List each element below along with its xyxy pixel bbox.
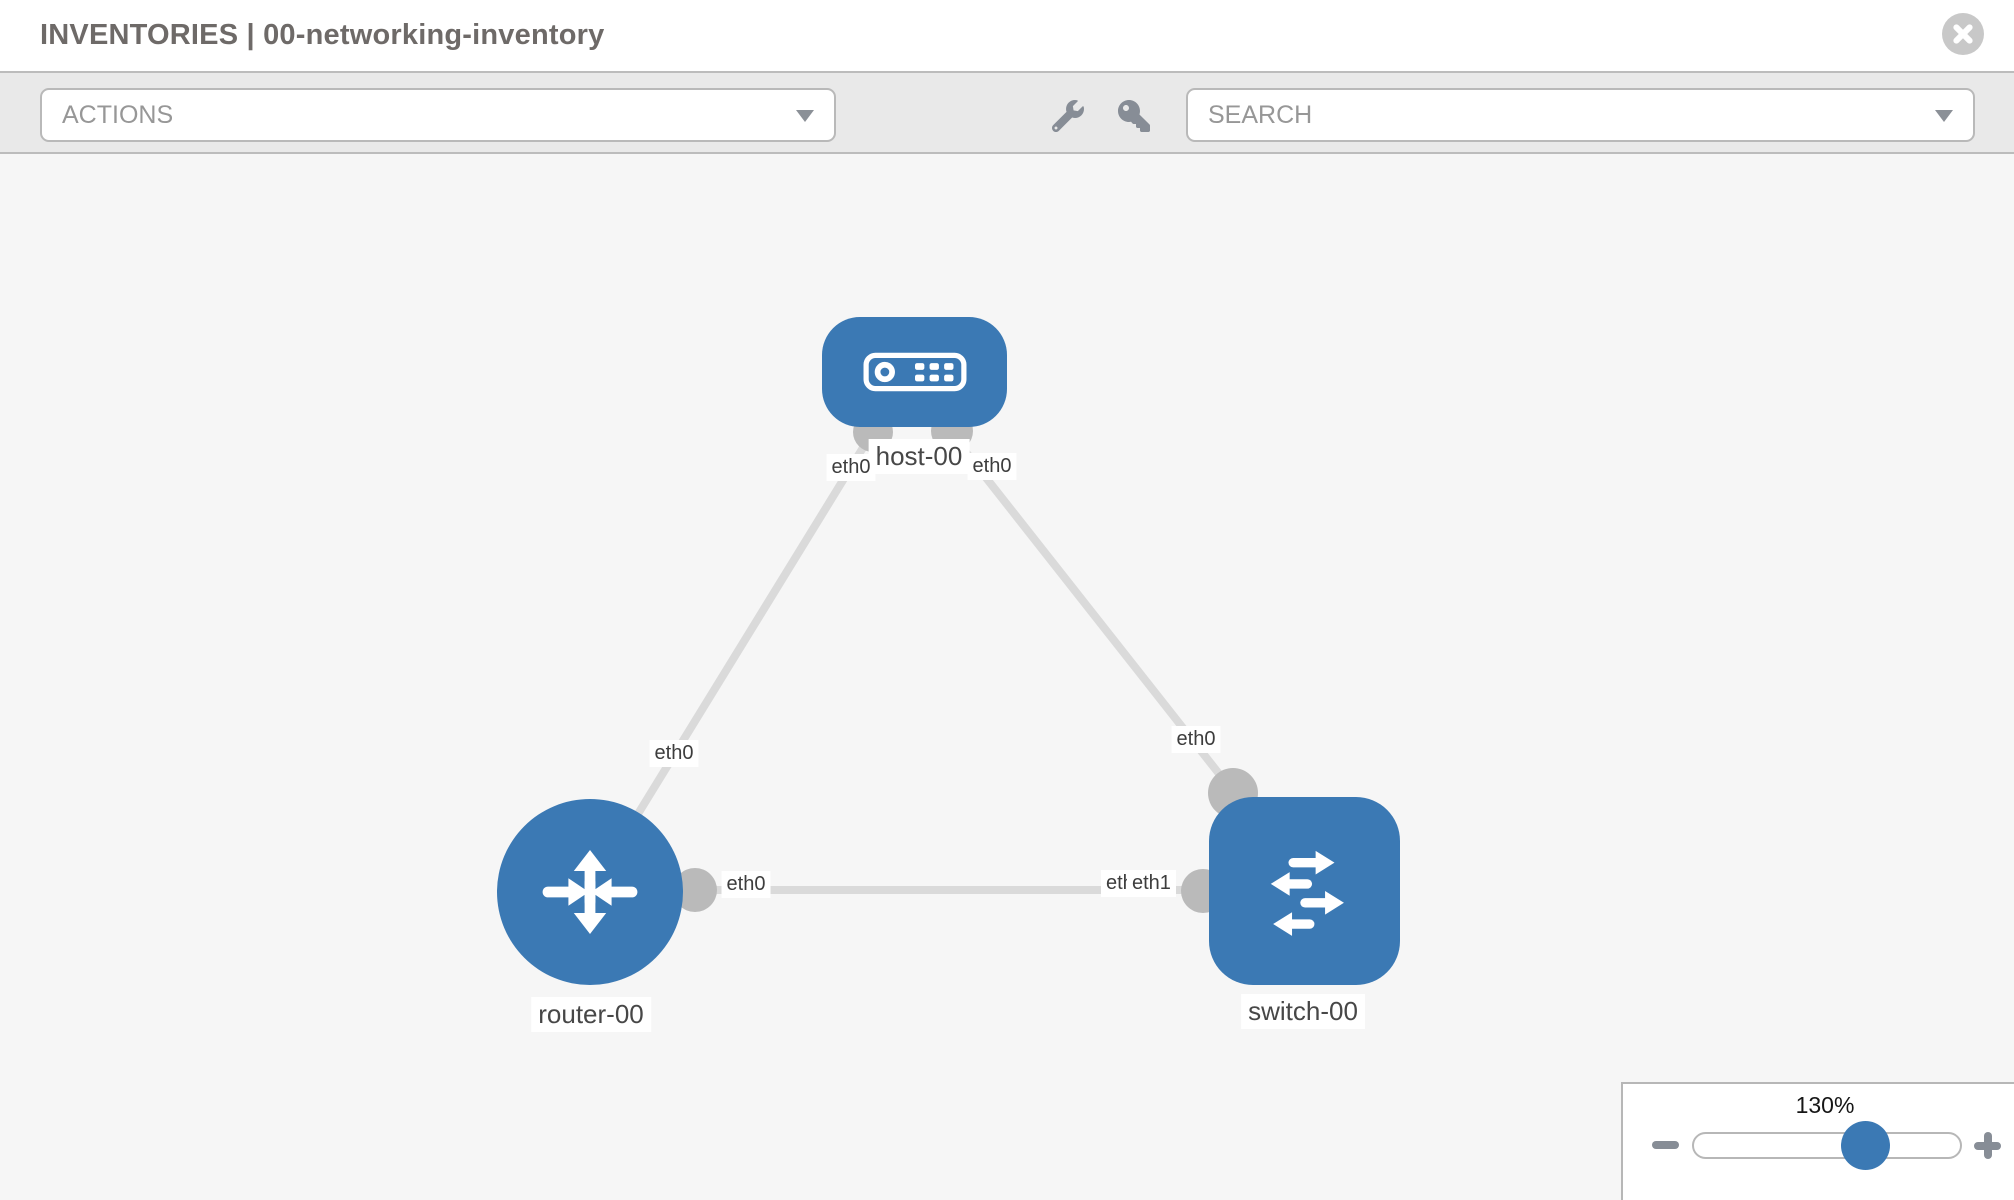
page-title: INVENTORIES | 00-networking-inventory [40, 19, 605, 51]
interface-dot[interactable] [673, 868, 717, 912]
close-button[interactable] [1942, 13, 1984, 55]
node-router[interactable] [497, 799, 683, 985]
search-dropdown[interactable]: SEARCH [1186, 88, 1975, 142]
chevron-down-icon [796, 110, 814, 122]
node-label-host: host-00 [868, 439, 970, 474]
search-label: SEARCH [1208, 100, 1313, 129]
topology-canvas[interactable]: host-00 router-00 switch-00 eth0 eth0 et… [0, 154, 2014, 1200]
router-icon [542, 850, 638, 934]
node-switch[interactable] [1209, 797, 1400, 985]
close-icon [1953, 24, 1973, 44]
switch-icon [1270, 850, 1344, 936]
interface-label: eth0 [826, 454, 876, 481]
interface-label: eth1 [1127, 870, 1176, 897]
zoom-level: 130% [1795, 1092, 1855, 1118]
actions-dropdown[interactable]: ACTIONS [40, 88, 836, 142]
header-bar: INVENTORIES | 00-networking-inventory [0, 0, 2014, 71]
interface-label: eth0 [1171, 726, 1221, 753]
interface-label: eth0 [967, 453, 1017, 480]
toolbar: ACTIONS SEARCH [0, 71, 2014, 154]
node-label-switch: switch-00 [1241, 994, 1365, 1029]
zoom-slider[interactable] [1692, 1132, 1962, 1159]
chevron-down-icon [1935, 110, 1953, 122]
zoom-in-button[interactable] [1974, 1132, 2001, 1159]
key-icon[interactable] [1118, 100, 1150, 132]
interface-label: eth0 [649, 740, 699, 767]
node-label-router: router-00 [531, 997, 651, 1032]
zoom-slider-thumb[interactable] [1841, 1121, 1890, 1170]
node-host[interactable] [822, 317, 1007, 427]
actions-label: ACTIONS [62, 100, 174, 129]
link-line[interactable] [946, 429, 1272, 839]
zoom-panel: 130% [1621, 1082, 2014, 1200]
zoom-out-button[interactable] [1652, 1141, 1679, 1149]
topology-links-layer [586, 410, 1300, 913]
wrench-icon[interactable] [1052, 100, 1084, 132]
host-icon [863, 352, 966, 392]
interface-label: eth0 [721, 871, 771, 898]
